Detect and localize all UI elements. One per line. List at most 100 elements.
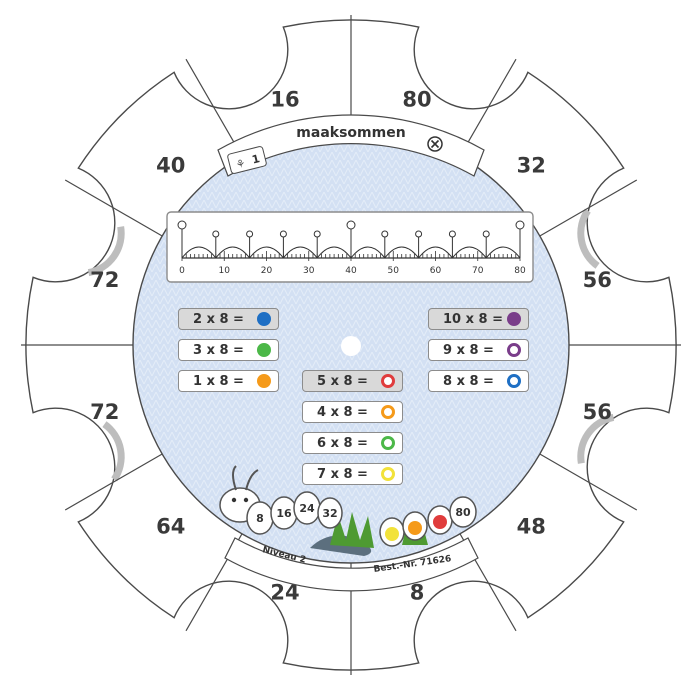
jump-arc <box>452 246 487 259</box>
marker-head <box>381 230 389 238</box>
marker-head <box>246 230 254 238</box>
caterpillar-segment <box>449 496 477 528</box>
caterpillar-segment <box>317 497 343 529</box>
equation-text: 7 x 8 = <box>317 466 368 482</box>
wheel-title: maaksommen <box>296 125 405 141</box>
jump-arc <box>350 246 386 259</box>
divider-line <box>64 453 163 511</box>
segment-number: 16 <box>276 507 292 520</box>
answer-number: 80 <box>402 88 431 112</box>
color-ring-icon <box>381 467 395 481</box>
equation-chip[interactable]: 6 x 8 = <box>302 432 403 454</box>
jump-arc <box>418 246 453 259</box>
answer-number: 8 <box>410 580 425 604</box>
jump-arc <box>181 246 217 259</box>
equation-chip[interactable]: 2 x 8 = <box>178 308 279 330</box>
tick-label: 70 <box>472 266 484 276</box>
level-number: 1 <box>251 152 262 166</box>
segment-number: 24 <box>299 502 315 515</box>
answer-number: 64 <box>156 514 185 538</box>
divider-line <box>64 179 163 237</box>
equation-chip[interactable]: 3 x 8 = <box>178 339 279 361</box>
equation-chip[interactable]: 9 x 8 = <box>428 339 529 361</box>
grip-arc <box>577 413 665 501</box>
grip-arc <box>37 413 125 501</box>
color-ring-icon <box>381 374 395 388</box>
equation-chip[interactable]: 5 x 8 = <box>302 370 403 392</box>
equation-chip[interactable]: 7 x 8 = <box>302 463 403 485</box>
marker-head <box>415 230 423 238</box>
grape-icon: ⚘ <box>235 158 247 172</box>
jump-arc <box>249 246 284 259</box>
answer-number: 72 <box>90 268 119 292</box>
tick-label: 0 <box>179 266 185 276</box>
marker-head <box>346 220 356 230</box>
equation-text: 8 x 8 = <box>443 373 494 389</box>
answer-number: 16 <box>270 88 299 112</box>
color-dot-icon <box>408 521 422 535</box>
number-line-jumps <box>177 220 525 259</box>
tick-label: 30 <box>303 266 315 276</box>
level-badge <box>227 146 267 174</box>
divider-line <box>539 453 638 511</box>
equation-text: 9 x 8 = <box>443 342 494 358</box>
marker-head <box>279 230 287 238</box>
color-dot-icon <box>433 515 447 529</box>
color-dot-icon <box>385 527 399 541</box>
equation-text: 6 x 8 = <box>317 435 368 451</box>
color-ring-icon <box>507 343 521 357</box>
segment-number: 32 <box>322 507 337 520</box>
answer-number: 56 <box>583 268 612 292</box>
jump-arc <box>316 246 352 259</box>
equation-text: 3 x 8 = <box>193 342 244 358</box>
color-dot-icon <box>507 312 521 326</box>
caterpillar-illustration: 8 16 24 32 80 <box>219 465 477 556</box>
eye-icon <box>231 497 237 503</box>
marker-head <box>212 230 220 238</box>
equation-chip[interactable]: 4 x 8 = <box>302 401 403 423</box>
divider-line <box>539 179 638 237</box>
equation-text: 5 x 8 = <box>317 373 368 389</box>
caterpillar-body: 8 16 24 32 80 <box>219 465 477 547</box>
answer-number: 40 <box>156 154 185 178</box>
segment-number: 80 <box>455 506 471 519</box>
header-band: ⚘ 1 maaksommen <box>217 114 485 177</box>
equation-chip[interactable]: 8 x 8 = <box>428 370 529 392</box>
answer-number: 72 <box>90 400 119 424</box>
equation-text: 2 x 8 = <box>193 311 244 327</box>
grip-arc <box>37 189 125 277</box>
answer-number: 48 <box>517 514 546 538</box>
jump-arc <box>384 246 419 259</box>
divider-line <box>185 58 243 157</box>
equation-chip[interactable]: 1 x 8 = <box>178 370 279 392</box>
jump-arc <box>485 246 521 259</box>
tick-label: 80 <box>514 266 526 276</box>
marker-head <box>313 230 321 238</box>
equation-chip[interactable]: 10 x 8 = <box>428 308 529 330</box>
equation-text: 4 x 8 = <box>317 404 368 420</box>
answer-number: 32 <box>517 154 546 178</box>
color-dot-icon <box>257 312 271 326</box>
marker-head <box>177 220 187 230</box>
tick-label: 10 <box>219 266 231 276</box>
divider-line <box>459 58 517 157</box>
equation-text: 1 x 8 = <box>193 373 244 389</box>
tick-label: 20 <box>261 266 273 276</box>
jump-arc <box>215 246 250 259</box>
antenna <box>232 465 259 491</box>
color-dot-icon <box>257 343 271 357</box>
segment-number: 8 <box>256 512 264 525</box>
answer-number: 56 <box>583 400 612 424</box>
tick-label: 50 <box>388 266 400 276</box>
center-hole <box>341 336 361 356</box>
close-icon[interactable] <box>427 136 443 152</box>
eye-icon <box>243 497 249 503</box>
marker-head <box>515 220 525 230</box>
color-ring-icon <box>381 405 395 419</box>
marker-head <box>448 230 456 238</box>
jump-arc <box>283 246 318 259</box>
